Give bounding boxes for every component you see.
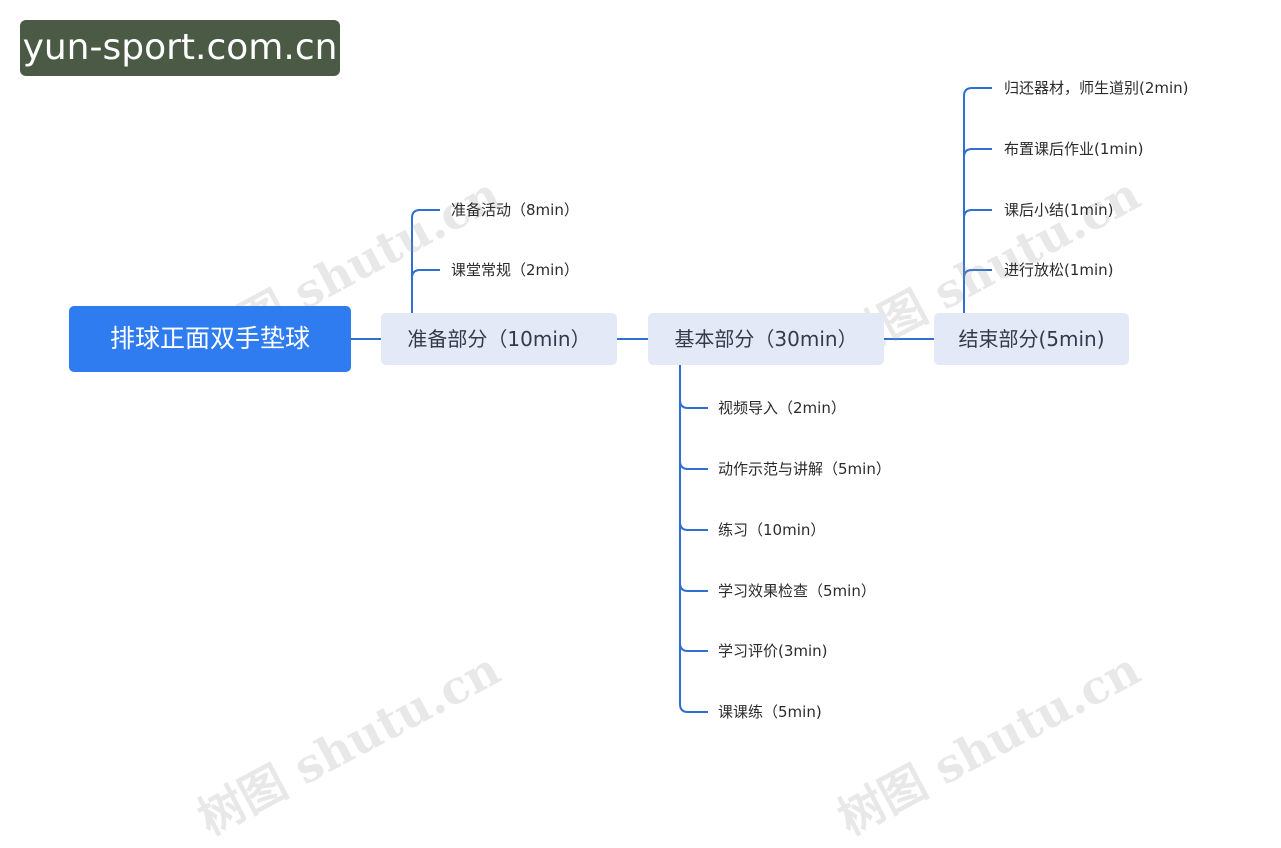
leaf-node[interactable]: 练习（10min） (718, 521, 826, 539)
connector-b1-c2 (411, 269, 440, 279)
leaf-node[interactable]: 课课练（5min) (718, 703, 822, 721)
connector-b2-c1 (679, 399, 708, 409)
connector-b3-trunk (963, 87, 992, 313)
leaf-node[interactable]: 课后小结(1min) (1004, 201, 1114, 219)
connector-b3-c3 (963, 209, 992, 219)
connector-b2-trunk (679, 365, 708, 713)
connector-b2-c2 (679, 460, 708, 470)
leaf-node[interactable]: 课堂常规（2min） (451, 261, 579, 279)
branch-node-prep[interactable]: 准备部分（10min） (381, 313, 617, 365)
branch-node-end[interactable]: 结束部分(5min) (934, 313, 1129, 365)
leaf-node[interactable]: 进行放松(1min) (1004, 261, 1114, 279)
connector-b1-trunk (411, 209, 421, 313)
mindmap-connectors (351, 87, 992, 713)
branch-node-basic[interactable]: 基本部分（30min） (648, 313, 884, 365)
connector-b2-c5 (679, 642, 708, 652)
connector-b3-c2 (963, 148, 992, 158)
leaf-node[interactable]: 归还器材，师生道别(2min) (1004, 79, 1189, 97)
connector-b2-c3 (679, 521, 708, 531)
leaf-node[interactable]: 学习评价(3min) (718, 642, 828, 660)
leaf-node[interactable]: 布置课后作业(1min) (1004, 140, 1144, 158)
connector-b3-c4 (963, 269, 992, 279)
site-tag: yun-sport.com.cn (20, 20, 340, 76)
leaf-node[interactable]: 学习效果检查（5min） (718, 582, 876, 600)
leaf-node[interactable]: 视频导入（2min） (718, 399, 846, 417)
leaf-node[interactable]: 准备活动（8min） (451, 201, 579, 219)
connector-b2-c4 (679, 582, 708, 592)
root-node[interactable]: 排球正面双手垫球 (69, 306, 351, 372)
leaf-node[interactable]: 动作示范与讲解（5min） (718, 460, 891, 478)
